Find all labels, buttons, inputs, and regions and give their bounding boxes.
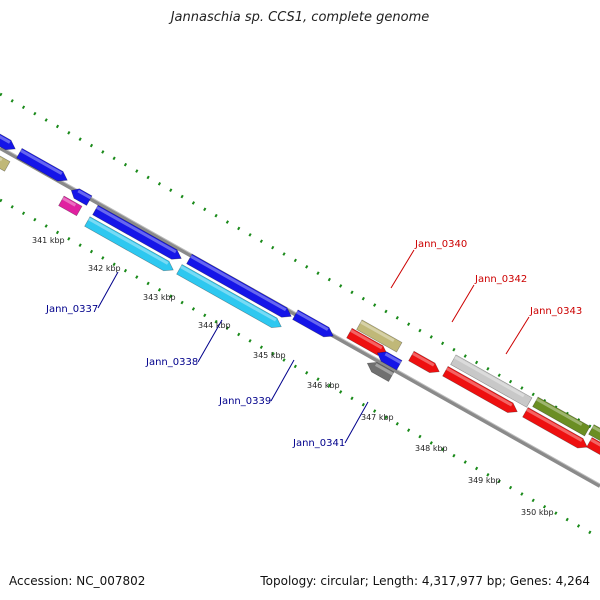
callout-line xyxy=(197,319,223,363)
genome-title: Jannaschia sp. CCS1, complete genome xyxy=(170,10,430,25)
gene-red-b[interactable] xyxy=(522,407,590,452)
kbp-tick-label: 343 kbp xyxy=(143,293,176,302)
callout-line xyxy=(270,359,295,402)
gene-blue-jann0341[interactable] xyxy=(375,348,403,371)
kbp-tick-label: 350 kbp xyxy=(521,508,554,517)
gene-blue-jann0337[interactable] xyxy=(92,204,184,263)
kbp-tick-label: 348 kbp xyxy=(415,444,448,453)
gene-olive[interactable] xyxy=(532,396,591,437)
kbp-tick-label: 349 kbp xyxy=(468,476,501,485)
gene-cyan-jann0338[interactable] xyxy=(176,264,284,332)
gene-lightgray[interactable] xyxy=(450,354,533,408)
gene-blue-jann0338[interactable] xyxy=(186,253,294,321)
gene-cyan-jann0337[interactable] xyxy=(84,216,176,275)
gene-khaki-jann0340[interactable] xyxy=(356,319,403,353)
gene-label-reverse[interactable]: Jann_0341 xyxy=(292,438,345,449)
gene-label-reverse[interactable]: Jann_0337 xyxy=(45,304,98,315)
gene-label-reverse[interactable]: Jann_0339 xyxy=(218,396,271,407)
genome-summary: Topology: circular; Length: 4,317,977 bp… xyxy=(260,574,590,588)
kbp-tick-label: 344 kbp xyxy=(198,321,231,330)
gene-label-reverse[interactable]: Jann_0338 xyxy=(145,357,198,368)
gene-red-c[interactable] xyxy=(586,437,600,474)
kbp-tick-label: 341 kbp xyxy=(32,236,65,245)
callout-line xyxy=(97,271,119,309)
inner-dotted-track xyxy=(0,198,600,540)
gene-label-forward[interactable]: Jann_0340 xyxy=(414,239,467,250)
gene-magenta[interactable] xyxy=(58,195,83,217)
kbp-tick-label: 342 kbp xyxy=(88,264,121,273)
gene-label-forward[interactable]: Jann_0342 xyxy=(474,274,527,285)
gene-olive-b[interactable] xyxy=(588,424,600,461)
gene-features xyxy=(0,111,600,474)
kbp-tick-label: 347 kbp xyxy=(361,413,394,422)
callout-line xyxy=(344,401,369,444)
callout-line xyxy=(505,316,530,355)
gene-blue-a[interactable] xyxy=(0,111,18,153)
gene-blue-jann0339[interactable] xyxy=(292,309,336,341)
gene-red-jann0342[interactable] xyxy=(408,350,442,376)
gene-gray-jann0341[interactable] xyxy=(365,358,395,382)
callout-line xyxy=(390,249,415,289)
accession-label: Accession: NC_007802 xyxy=(9,574,146,588)
gene-red-jann0343[interactable] xyxy=(442,365,520,416)
callout-line xyxy=(451,284,475,323)
gene-label-forward[interactable]: Jann_0343 xyxy=(529,306,582,317)
kbp-tick-labels: 341 kbp 342 kbp 343 kbp 344 kbp 345 kbp 346 k… xyxy=(32,236,554,517)
gene-blue-b[interactable] xyxy=(16,147,70,185)
kbp-tick-label: 345 kbp xyxy=(253,351,286,360)
gene-blue-c[interactable] xyxy=(69,186,93,206)
outer-dotted-track xyxy=(0,92,600,434)
gene-khaki-a[interactable] xyxy=(0,138,11,172)
kbp-tick-label: 346 kbp xyxy=(307,381,340,390)
